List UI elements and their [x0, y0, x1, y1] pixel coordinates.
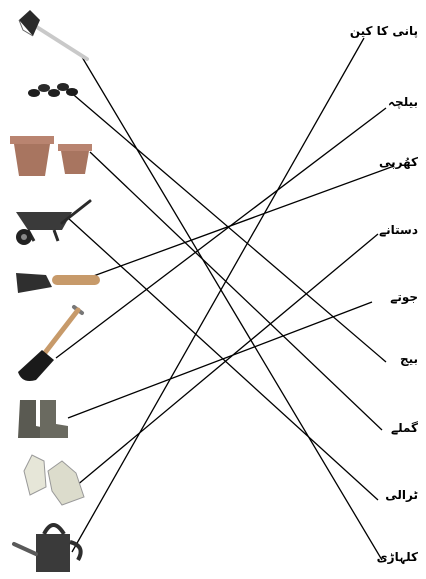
match-line-0	[81, 56, 383, 561]
match-line-4	[87, 165, 395, 279]
boots-icon	[18, 400, 68, 438]
word-dastane: دستانے	[379, 223, 418, 237]
word-jootay: جوتے	[390, 290, 418, 304]
trowel-icon	[16, 273, 100, 293]
word-gamlay: گملے	[391, 421, 418, 435]
word-trolley: ٹرالی	[385, 488, 418, 502]
word-belcha: بیلچہ	[388, 95, 418, 109]
watering-can-icon	[12, 523, 83, 572]
word-khurpi: کھُرپی	[378, 155, 418, 169]
word-beej: بیج	[399, 352, 418, 366]
word-kulhari: کلہاڑی	[376, 550, 418, 564]
match-line-1	[67, 89, 387, 363]
axe-icon	[18, 10, 89, 61]
match-line-8	[71, 37, 365, 553]
match-line-6	[67, 301, 373, 419]
gloves-icon	[23, 454, 85, 506]
flower-pots-icon	[10, 136, 92, 176]
match-line-7	[75, 233, 379, 487]
word-pani-ka-can: پانی کا کین	[349, 24, 418, 38]
match-line-2	[89, 151, 383, 431]
wheelbarrow-icon	[16, 199, 92, 245]
match-line-5	[55, 107, 387, 359]
seeds-icon	[28, 83, 78, 97]
spade-icon	[18, 305, 84, 381]
